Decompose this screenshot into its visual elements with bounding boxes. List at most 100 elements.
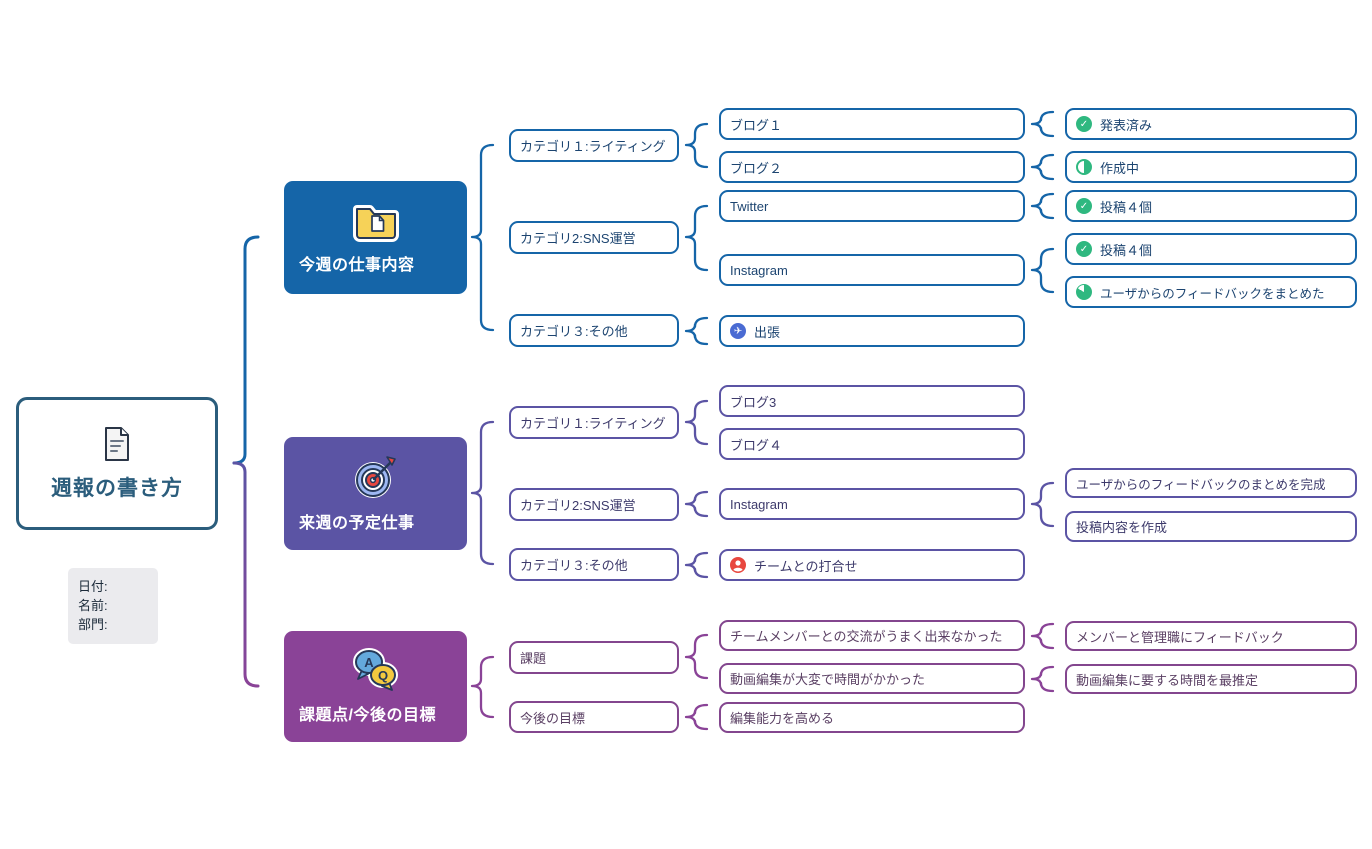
category-label: カテゴリ１:ライティング: [520, 416, 666, 431]
root-label: 週報の書き方: [51, 476, 183, 500]
branch-label: 今週の仕事内容: [299, 257, 415, 274]
task-node[interactable]: Instagram: [719, 488, 1025, 520]
half-circle-icon: [1076, 159, 1092, 175]
brace-connector: [684, 204, 709, 272]
task-node[interactable]: チームとの打合せ: [719, 549, 1025, 581]
category-node[interactable]: カテゴリ１:ライティング: [509, 129, 679, 162]
category-node[interactable]: カテゴリ１:ライティング: [509, 406, 679, 439]
brace-connector: [1030, 247, 1055, 294]
status-label: 動画編集に要する時間を最推定: [1076, 672, 1259, 688]
task-node[interactable]: Instagram: [719, 254, 1025, 286]
task-label: チームメンバーとの交流がうまく出来なかった: [730, 629, 1003, 644]
task-node[interactable]: 編集能力を高める: [719, 702, 1025, 733]
status-node[interactable]: ✓ 投稿４個: [1065, 233, 1357, 265]
category-node[interactable]: カテゴリ2:SNS運営: [509, 221, 679, 254]
branch-node-issues-goals[interactable]: A Q 課題点/今後の目標: [284, 631, 467, 742]
category-label: カテゴリ１:ライティング: [520, 139, 666, 154]
status-node[interactable]: ✓ 投稿４個: [1065, 190, 1357, 222]
root-node[interactable]: 週報の書き方: [16, 397, 218, 530]
status-label: 投稿４個: [1100, 242, 1153, 258]
task-node[interactable]: ブログ3: [719, 385, 1025, 417]
brace-connector: [232, 461, 260, 688]
category-label: カテゴリ2:SNS運営: [520, 498, 636, 513]
svg-text:A: A: [364, 655, 374, 670]
category-node[interactable]: 課題: [509, 641, 679, 674]
brace-connector: [684, 703, 709, 731]
document-icon: [102, 426, 132, 462]
task-label: Twitter: [730, 198, 769, 214]
category-node[interactable]: カテゴリ３:その他: [509, 548, 679, 581]
category-label: 課題: [520, 651, 547, 666]
brace-connector: [470, 143, 495, 332]
status-node[interactable]: 作成中: [1065, 151, 1357, 183]
task-node[interactable]: 動画編集が大変で時間がかかった: [719, 663, 1025, 694]
status-node[interactable]: ユーザからのフィードバックをまとめた: [1065, 276, 1357, 308]
status-node[interactable]: 投稿内容を作成: [1065, 511, 1357, 542]
task-node[interactable]: チームメンバーとの交流がうまく出来なかった: [719, 620, 1025, 651]
airplane-icon: ✈: [730, 323, 746, 339]
branch-node-next-week[interactable]: 来週の予定仕事: [284, 437, 467, 550]
task-node[interactable]: ✈ 出張: [719, 315, 1025, 347]
check-circle-icon: ✓: [1076, 241, 1092, 257]
pie-circle-icon: [1076, 284, 1092, 300]
task-node[interactable]: Twitter: [719, 190, 1025, 222]
status-node[interactable]: メンバーと管理職にフィードバック: [1065, 621, 1357, 651]
brace-connector: [1030, 153, 1055, 181]
branch-node-this-week[interactable]: 今週の仕事内容: [284, 181, 467, 294]
check-circle-icon: ✓: [1076, 116, 1092, 132]
status-label: 作成中: [1100, 160, 1140, 176]
status-node[interactable]: 動画編集に要する時間を最推定: [1065, 664, 1357, 694]
brace-connector: [1030, 481, 1055, 528]
task-node[interactable]: ブログ４: [719, 428, 1025, 460]
target-icon: [350, 454, 402, 500]
svg-text:Q: Q: [377, 668, 387, 683]
note-line-date: 日付:: [78, 579, 108, 594]
task-label: チームとの打合せ: [754, 558, 858, 574]
brace-connector: [1030, 110, 1055, 138]
status-label: メンバーと管理職にフィードバック: [1076, 629, 1284, 645]
category-label: カテゴリ３:その他: [520, 558, 628, 573]
task-label: 編集能力を高める: [730, 711, 835, 726]
person-icon: [730, 557, 746, 573]
brace-connector: [684, 633, 709, 680]
task-node[interactable]: ブログ２: [719, 151, 1025, 183]
category-node[interactable]: カテゴリ３:その他: [509, 314, 679, 347]
task-label: Instagram: [730, 496, 788, 512]
status-label: 発表済み: [1100, 117, 1153, 133]
task-node[interactable]: ブログ１: [719, 108, 1025, 140]
category-node[interactable]: 今後の目標: [509, 701, 679, 733]
task-label: ブログ４: [730, 437, 783, 453]
brace-connector: [684, 490, 709, 518]
status-node[interactable]: ✓ 発表済み: [1065, 108, 1357, 140]
check-circle-icon: ✓: [1076, 198, 1092, 214]
status-label: 投稿内容を作成: [1076, 520, 1168, 535]
task-label: ブログ１: [730, 117, 783, 133]
meta-note[interactable]: 日付: 名前: 部門:: [68, 568, 158, 644]
brace-connector: [470, 655, 495, 719]
brace-connector: [470, 420, 495, 566]
brace-connector: [1030, 192, 1055, 220]
brace-connector: [232, 235, 260, 465]
task-label: 動画編集が大変で時間がかかった: [730, 672, 926, 687]
folder-icon: [351, 200, 401, 242]
status-label: 投稿４個: [1100, 199, 1153, 215]
qa-bubbles-icon: A Q: [350, 648, 402, 692]
brace-connector: [684, 316, 709, 346]
category-node[interactable]: カテゴリ2:SNS運営: [509, 488, 679, 521]
note-line-dept: 部門:: [78, 617, 108, 632]
category-label: カテゴリ2:SNS運営: [520, 231, 636, 246]
branch-label: 来週の予定仕事: [299, 515, 415, 532]
task-label: ブログ3: [730, 394, 777, 410]
brace-connector: [1030, 622, 1055, 650]
brace-connector: [684, 399, 709, 446]
task-label: Instagram: [730, 262, 788, 278]
task-label: ブログ２: [730, 160, 783, 176]
brace-connector: [684, 551, 709, 579]
category-label: カテゴリ３:その他: [520, 324, 628, 339]
status-node[interactable]: ユーザからのフィードバックのまとめを完成: [1065, 468, 1357, 498]
status-label: ユーザからのフィードバックをまとめた: [1100, 286, 1325, 301]
branch-label: 課題点/今後の目標: [299, 707, 436, 724]
brace-connector: [684, 122, 709, 169]
status-label: ユーザからのフィードバックのまとめを完成: [1076, 477, 1326, 492]
